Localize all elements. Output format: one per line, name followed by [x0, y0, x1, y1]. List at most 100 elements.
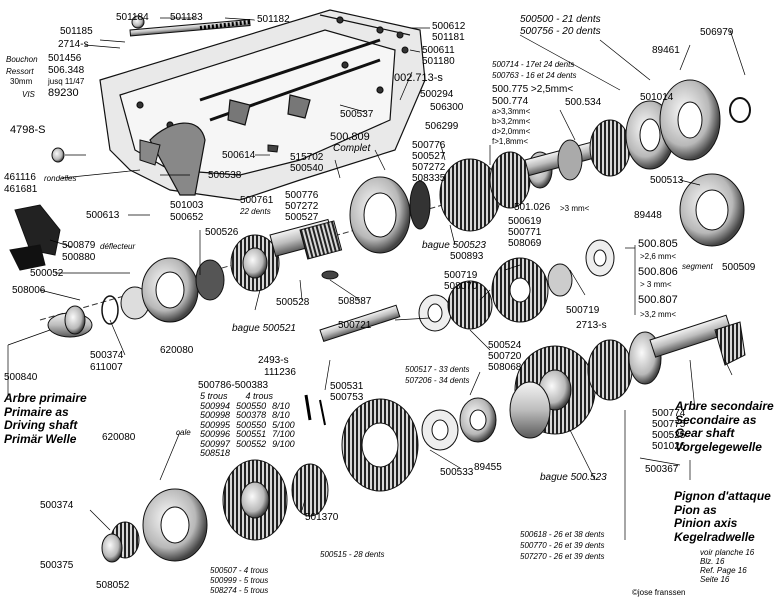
part-507272-a: 507272	[285, 201, 319, 212]
part-500294: 500294	[420, 89, 454, 100]
part-500776-a: 500776	[285, 190, 319, 201]
part-500534: 500.534	[565, 97, 602, 108]
part-611007: 611007	[90, 362, 123, 373]
part-500786: 500786-500383	[198, 380, 269, 391]
shim-header-5: 5 trous	[200, 391, 228, 401]
label-30mm: 30mm	[10, 77, 33, 86]
part-508069: 508069	[508, 238, 542, 249]
part-620080b: 620080	[102, 432, 136, 443]
part-620080: 620080	[160, 345, 194, 356]
gap-f: f>1,8mm<	[492, 137, 529, 146]
label-bague-500523: bague 500523	[422, 240, 486, 251]
part-500513: 500513	[650, 175, 684, 186]
primary-shaft	[39, 79, 751, 338]
label-cale: cale	[176, 428, 191, 437]
part-508068: 508068	[488, 362, 522, 373]
part-501456: 501456	[48, 53, 82, 64]
part-500374: 500374	[90, 350, 124, 361]
part-500052: 500052	[30, 268, 64, 279]
part-500533: 500533	[440, 467, 474, 478]
shim-header-4: 4 trous	[245, 391, 274, 401]
part-501026b: 501026	[652, 441, 686, 452]
part-500840: 500840	[4, 372, 38, 383]
part-500526: 500526	[205, 227, 239, 238]
part-500525: 500525	[652, 430, 686, 441]
shim-500807: 500.807	[638, 294, 678, 306]
part-508006: 508006	[12, 285, 46, 296]
shift-rod	[129, 15, 409, 54]
part-500753: 500753	[330, 392, 364, 403]
part-500612: 500612	[432, 21, 466, 32]
part-89230: 89230	[48, 87, 79, 99]
part-501180: 501180	[422, 56, 455, 67]
part-500618: 500618 - 26 et 38 dents	[520, 530, 605, 539]
part-501185: 501185	[60, 26, 93, 37]
copyright-credit: ©jose franssen	[632, 588, 686, 597]
part-500809: 500.809	[330, 131, 370, 143]
part-500761: 500761	[240, 195, 274, 206]
part-500540: 500540	[290, 163, 324, 174]
part-501003: 501003	[170, 200, 204, 211]
part-500880: 500880	[62, 252, 96, 263]
part-506299: 506299	[425, 121, 459, 132]
part-500756: 500756 - 20 dents	[520, 26, 601, 37]
part-89448: 89448	[634, 210, 662, 221]
part-461681: 461681	[4, 184, 38, 195]
part-506979: 506979	[700, 27, 734, 38]
part-500720: 500720	[488, 351, 522, 362]
label-segment: segment	[682, 262, 713, 271]
part-507206: 507206 - 34 dents	[405, 376, 470, 385]
shim-500805: 500.805	[638, 238, 678, 250]
part-500367: 500367	[645, 464, 679, 475]
part-500775-gap: 500.775 >2,5mm<	[492, 84, 574, 95]
part-500374b: 500374	[40, 500, 74, 511]
part-500775b: 500775	[652, 419, 686, 430]
label-ressort: Ressort	[6, 67, 34, 76]
part-501182: 501182	[257, 14, 290, 25]
part-500763: 500763 - 16 et 24 dents	[492, 71, 577, 80]
part-515702: 515702	[290, 152, 324, 163]
gap-d: d>2,0mm<	[492, 127, 531, 136]
label-vis: VIS	[22, 90, 35, 99]
part-501183: 501183	[170, 12, 203, 23]
label-deflecteur: déflecteur	[100, 242, 136, 251]
part-500721: 500721	[338, 320, 372, 331]
part-500528: 500528	[276, 297, 310, 308]
part-501181: 501181	[432, 32, 465, 43]
label-jusq: jusq 11/47	[48, 77, 85, 86]
part-500527-a: 500527	[285, 212, 319, 223]
leader-lines	[7, 17, 746, 540]
shim-500806: 500.806	[638, 266, 678, 278]
part-500537: 500537	[340, 109, 374, 120]
gap-32: >3,2 mm<	[640, 310, 677, 319]
part-508052: 508052	[96, 580, 130, 591]
part-002713s: 002.713-s	[394, 72, 443, 84]
part-500619: 500619	[508, 216, 542, 227]
part-500714: 500714 - 17et 24 dents	[492, 60, 575, 69]
part-508070: 508070	[444, 281, 478, 292]
gap-26: >2,6 mm<	[640, 252, 677, 261]
label-22-dents: 22 dents	[240, 207, 271, 216]
part-500509: 500509	[722, 262, 756, 273]
part-500893: 500893	[450, 251, 484, 262]
part-500500: 500500 - 21 dents	[520, 14, 601, 25]
lower-gears	[101, 394, 497, 563]
part-501026: 501.026	[514, 202, 551, 213]
label-bague-500523b: bague 500.523	[540, 472, 607, 483]
part-500771: 500771	[508, 227, 542, 238]
part-508587: 508587	[338, 296, 372, 307]
part-507272-b: 507272	[412, 162, 446, 173]
part-500527-b: 500527	[412, 151, 446, 162]
label-bouchon: Bouchon	[6, 55, 38, 64]
part-506300: 506300	[430, 102, 464, 113]
part-500719-b: 500719	[566, 305, 600, 316]
part-500524: 500524	[488, 340, 522, 351]
